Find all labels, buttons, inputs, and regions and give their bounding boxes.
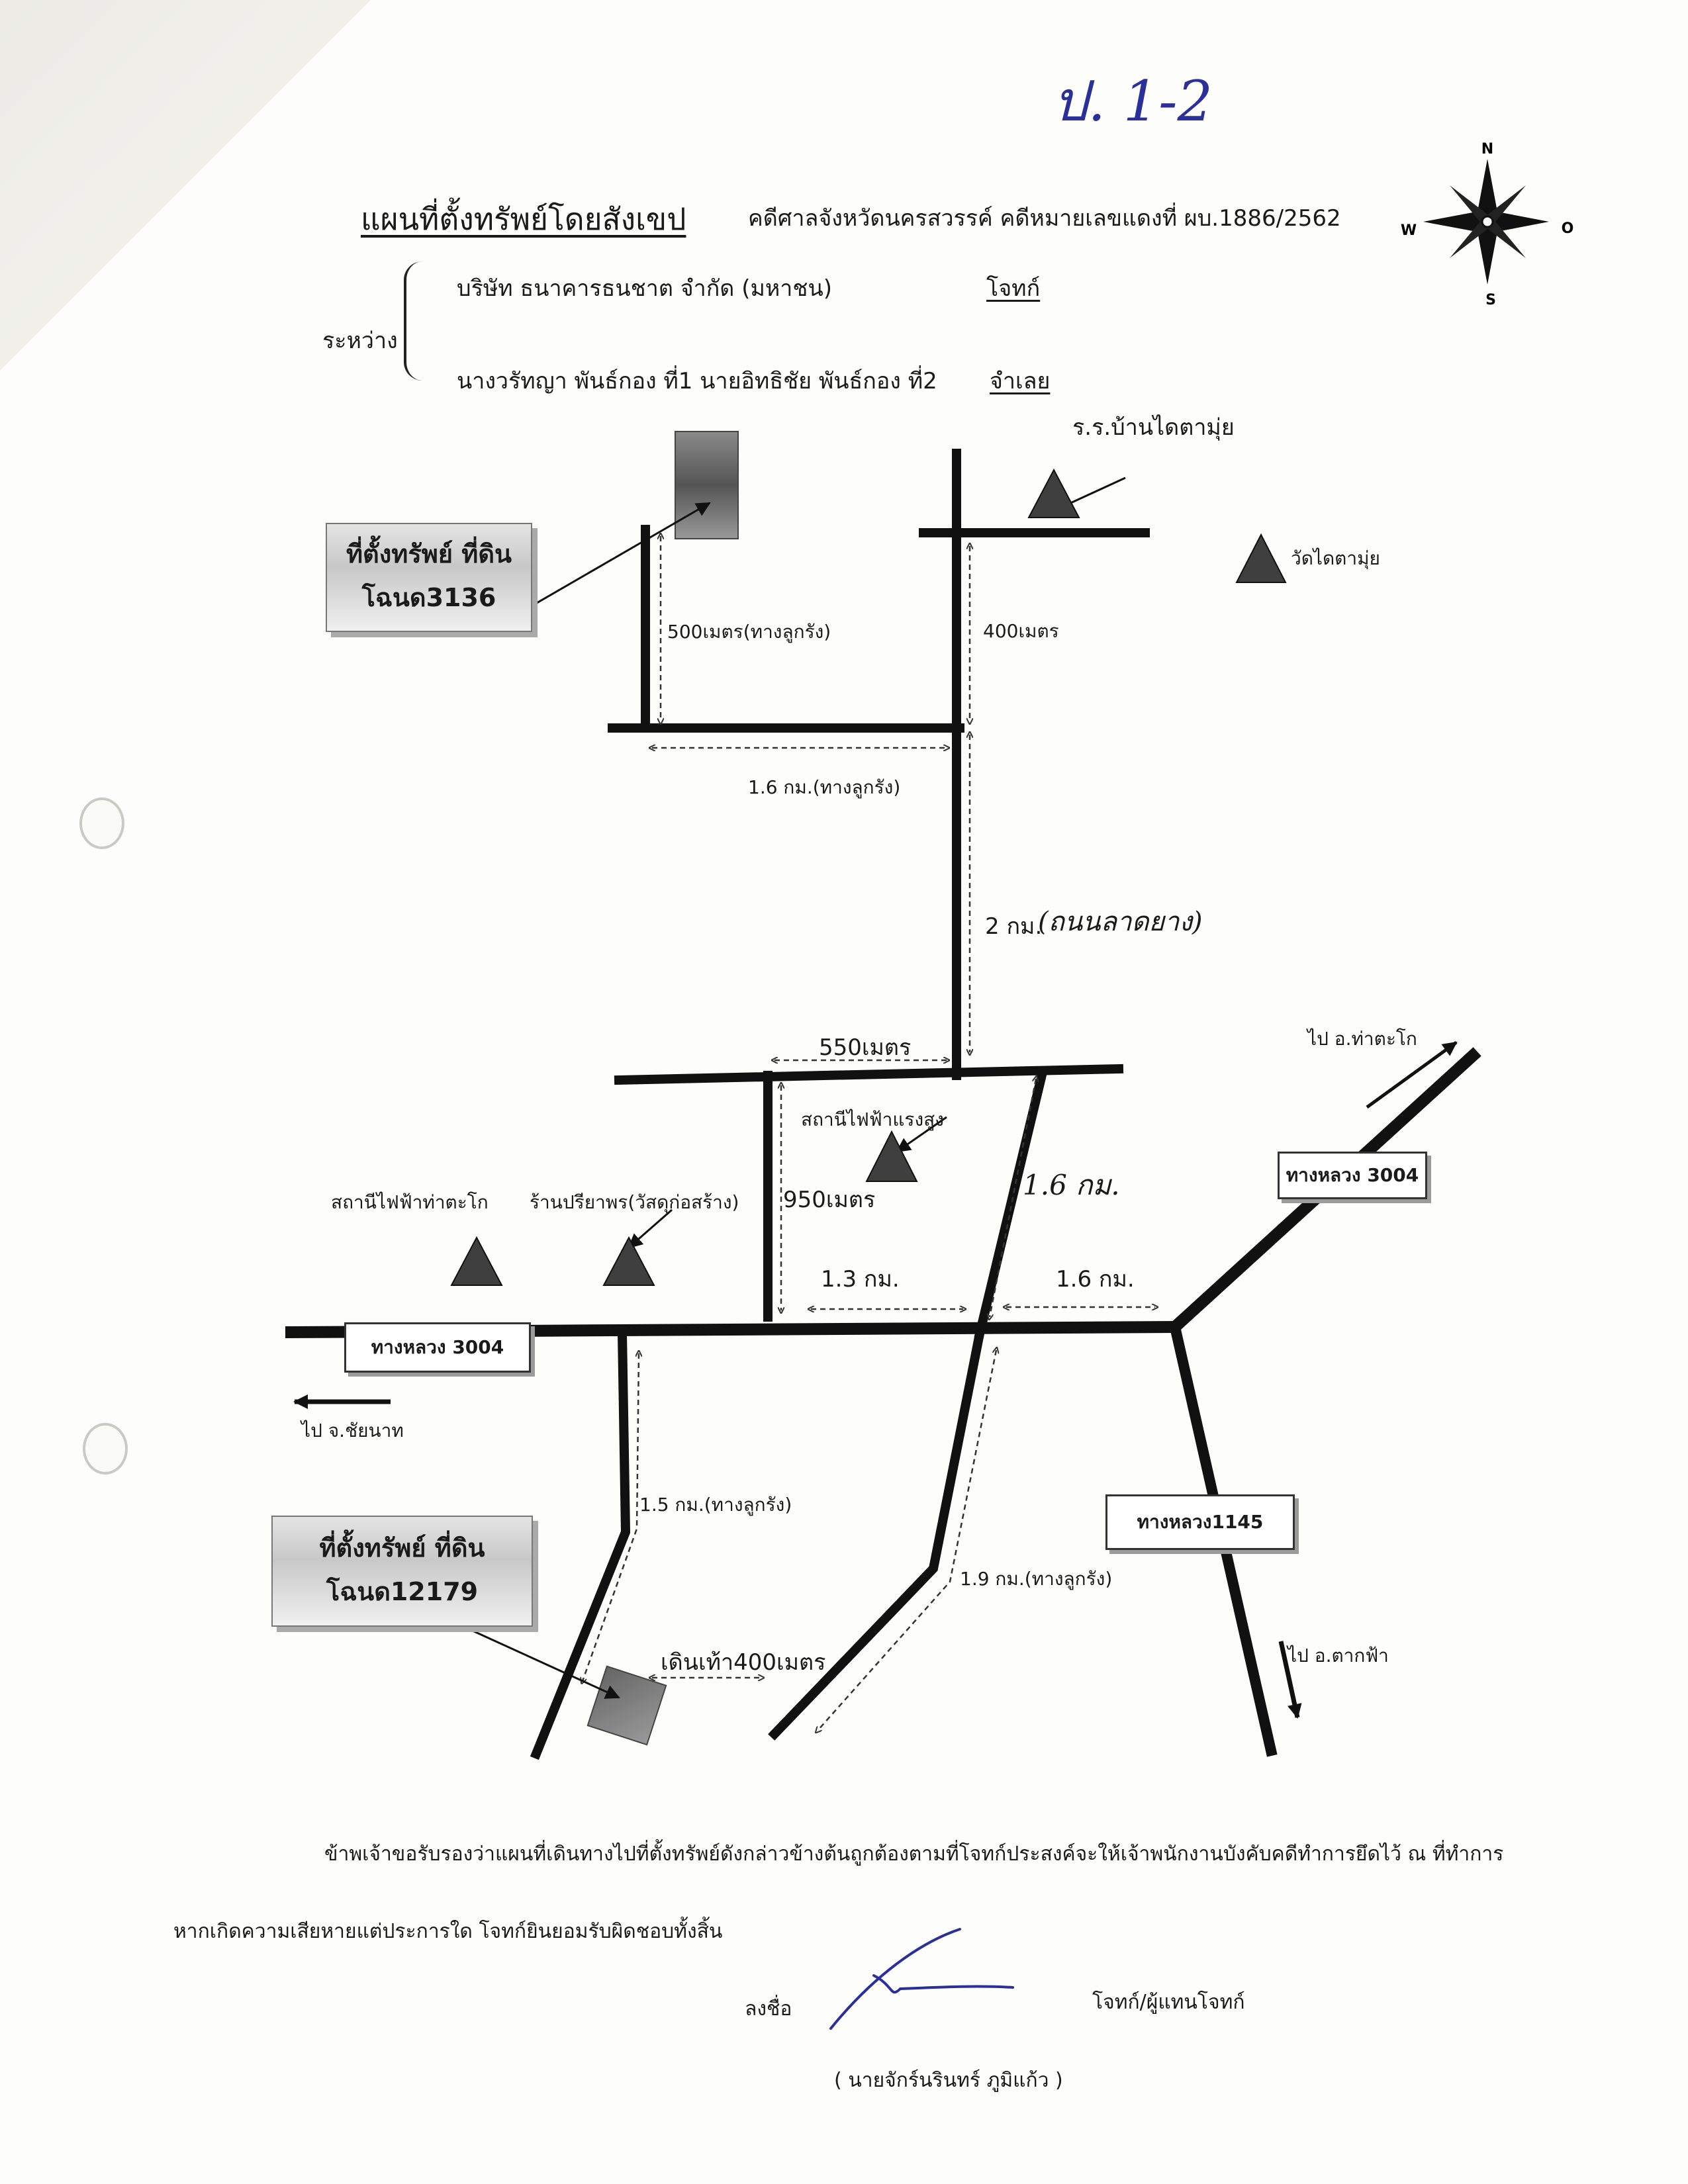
dist-1-6km-laterite: 1.6 กม.(ทางลูกรัง) — [748, 776, 901, 798]
hv-station-icon — [865, 1130, 918, 1182]
dist-1-6km: 1.6 กม. — [1056, 1266, 1135, 1293]
dist-1-5km: 1.5 กม.(ทางลูกรัง) — [639, 1494, 792, 1516]
temple-icon — [1235, 533, 1287, 583]
dist-950m: 950เมตร — [783, 1187, 876, 1213]
direction-thatako: ไป อ.ท่าตะโก — [1307, 1028, 1417, 1050]
road-sign-hw3004-left: ทางหลวง 3004 — [344, 1322, 531, 1373]
arrow-takfa — [1278, 1641, 1302, 1719]
label-hv-station: สถานีไฟฟ้าแรงสูง — [801, 1109, 944, 1130]
compass-rose — [1423, 159, 1549, 285]
defendant-role: จำเลย — [990, 368, 1051, 394]
compass-w: W — [1401, 222, 1417, 239]
road-sign-hw1145: ทางหลวง1145 — [1105, 1494, 1295, 1550]
dist-1-6km-handwritten: 1.6 กม. — [1023, 1169, 1120, 1201]
case-number: คดีศาลจังหวัดนครสวรรค์ คดีหมายเลขแดงที่ … — [748, 205, 1341, 232]
between-label: ระหว่าง — [322, 328, 398, 354]
page-title: แผนที่ตั้งทรัพย์โดยสังเขป — [361, 201, 686, 237]
property-3136-line2: โฉนด3136 — [361, 583, 496, 612]
direction-takfa: ไป อ.ตากฟ้า — [1288, 1645, 1389, 1666]
brace — [404, 261, 426, 381]
plot-3136 — [675, 431, 739, 539]
pointer-hv-station — [896, 1116, 947, 1153]
school-icon — [1027, 468, 1080, 518]
dist-2km: 2 กม. — [985, 913, 1043, 940]
road-east-west — [614, 1064, 1124, 1085]
plaintiff-role: โจทก์ — [986, 275, 1041, 302]
sign-label: ลงชื่อ — [745, 1997, 792, 2021]
property-3136-line1: ที่ตั้งทรัพย์ ที่ดิน — [346, 539, 512, 569]
certification-text: ข้าพเจ้าขอรับรองว่าแผนที่เดินทางไปที่ตั้… — [324, 1843, 1504, 1866]
road-sign-hw3004-right: ทางหลวง 3004 — [1278, 1152, 1427, 1199]
label-shop: ร้านปรียาพร(วัสดุก่อสร้าง) — [530, 1191, 739, 1213]
property-12179-line2: โฉนด12179 — [326, 1577, 479, 1606]
dist-2km-handwritten: (ถนนลาดยาง) — [1038, 907, 1203, 937]
shop-icon — [602, 1236, 655, 1286]
direction-chainat: ไป จ.ชัยนาท — [301, 1420, 404, 1441]
plaintiff-name: บริษัท ธนาคารธนชาต จำกัด (มหาชน) — [457, 275, 832, 302]
dist-1-3km: 1.3 กม. — [821, 1266, 900, 1293]
property-3136-box: ที่ตั้งทรัพย์ ที่ดิน โฉนด3136 — [326, 523, 532, 632]
label-school: ร.ร.บ้านไดตามุ่ย — [1072, 414, 1235, 441]
landmark-markers — [450, 468, 1287, 1286]
punch-hole-top — [79, 797, 124, 849]
dist-550m: 550เมตร — [819, 1034, 912, 1061]
property-12179-box: ที่ตั้งทรัพย์ ที่ดิน โฉนด12179 — [271, 1516, 533, 1627]
label-station-thatako: สถานีไฟฟ้าท่าตะโก — [331, 1191, 489, 1213]
dist-walk-400m: เดินเท้า400เมตร — [661, 1649, 826, 1676]
label-temple: วัดไดตามุ่ย — [1291, 547, 1380, 569]
punch-hole-bottom — [83, 1423, 128, 1475]
arrow-thatako — [1366, 1040, 1458, 1109]
compass-s: S — [1485, 292, 1496, 308]
dist-400m: 400เมตร — [983, 620, 1059, 642]
liability-text: หากเกิดความเสียหายแต่ประการใด โจทก์ยินยอ… — [173, 1920, 723, 1943]
station-thatako-icon — [450, 1236, 503, 1286]
property-12179-line1: ที่ตั้งทรัพย์ ที่ดิน — [319, 1533, 485, 1563]
pointer-plot-12179 — [466, 1627, 620, 1699]
pointer-shop — [628, 1208, 673, 1249]
sign-role: โจทก์/ผู้แทนโจทก์ — [1092, 1991, 1245, 2014]
handwritten-ref: ป. 1-2 — [1053, 69, 1213, 134]
signer-name: ( นายจักร์นรินทร์ ภูมิแก้ว ) — [834, 2069, 1063, 2092]
distance-arrows — [583, 536, 1155, 1731]
dist-1-9km: 1.9 กม.(ทางลูกรัง) — [960, 1568, 1113, 1590]
compass-n: N — [1481, 141, 1493, 158]
signature-mark — [829, 1928, 1014, 2030]
defendant-name: นางวรัทญา พันธ์กอง ที่1 นายอิทธิชัย พันธ… — [457, 368, 937, 394]
compass-e: O — [1562, 220, 1574, 237]
dist-500m: 500เมตร(ทางลูกรัง) — [667, 621, 831, 643]
